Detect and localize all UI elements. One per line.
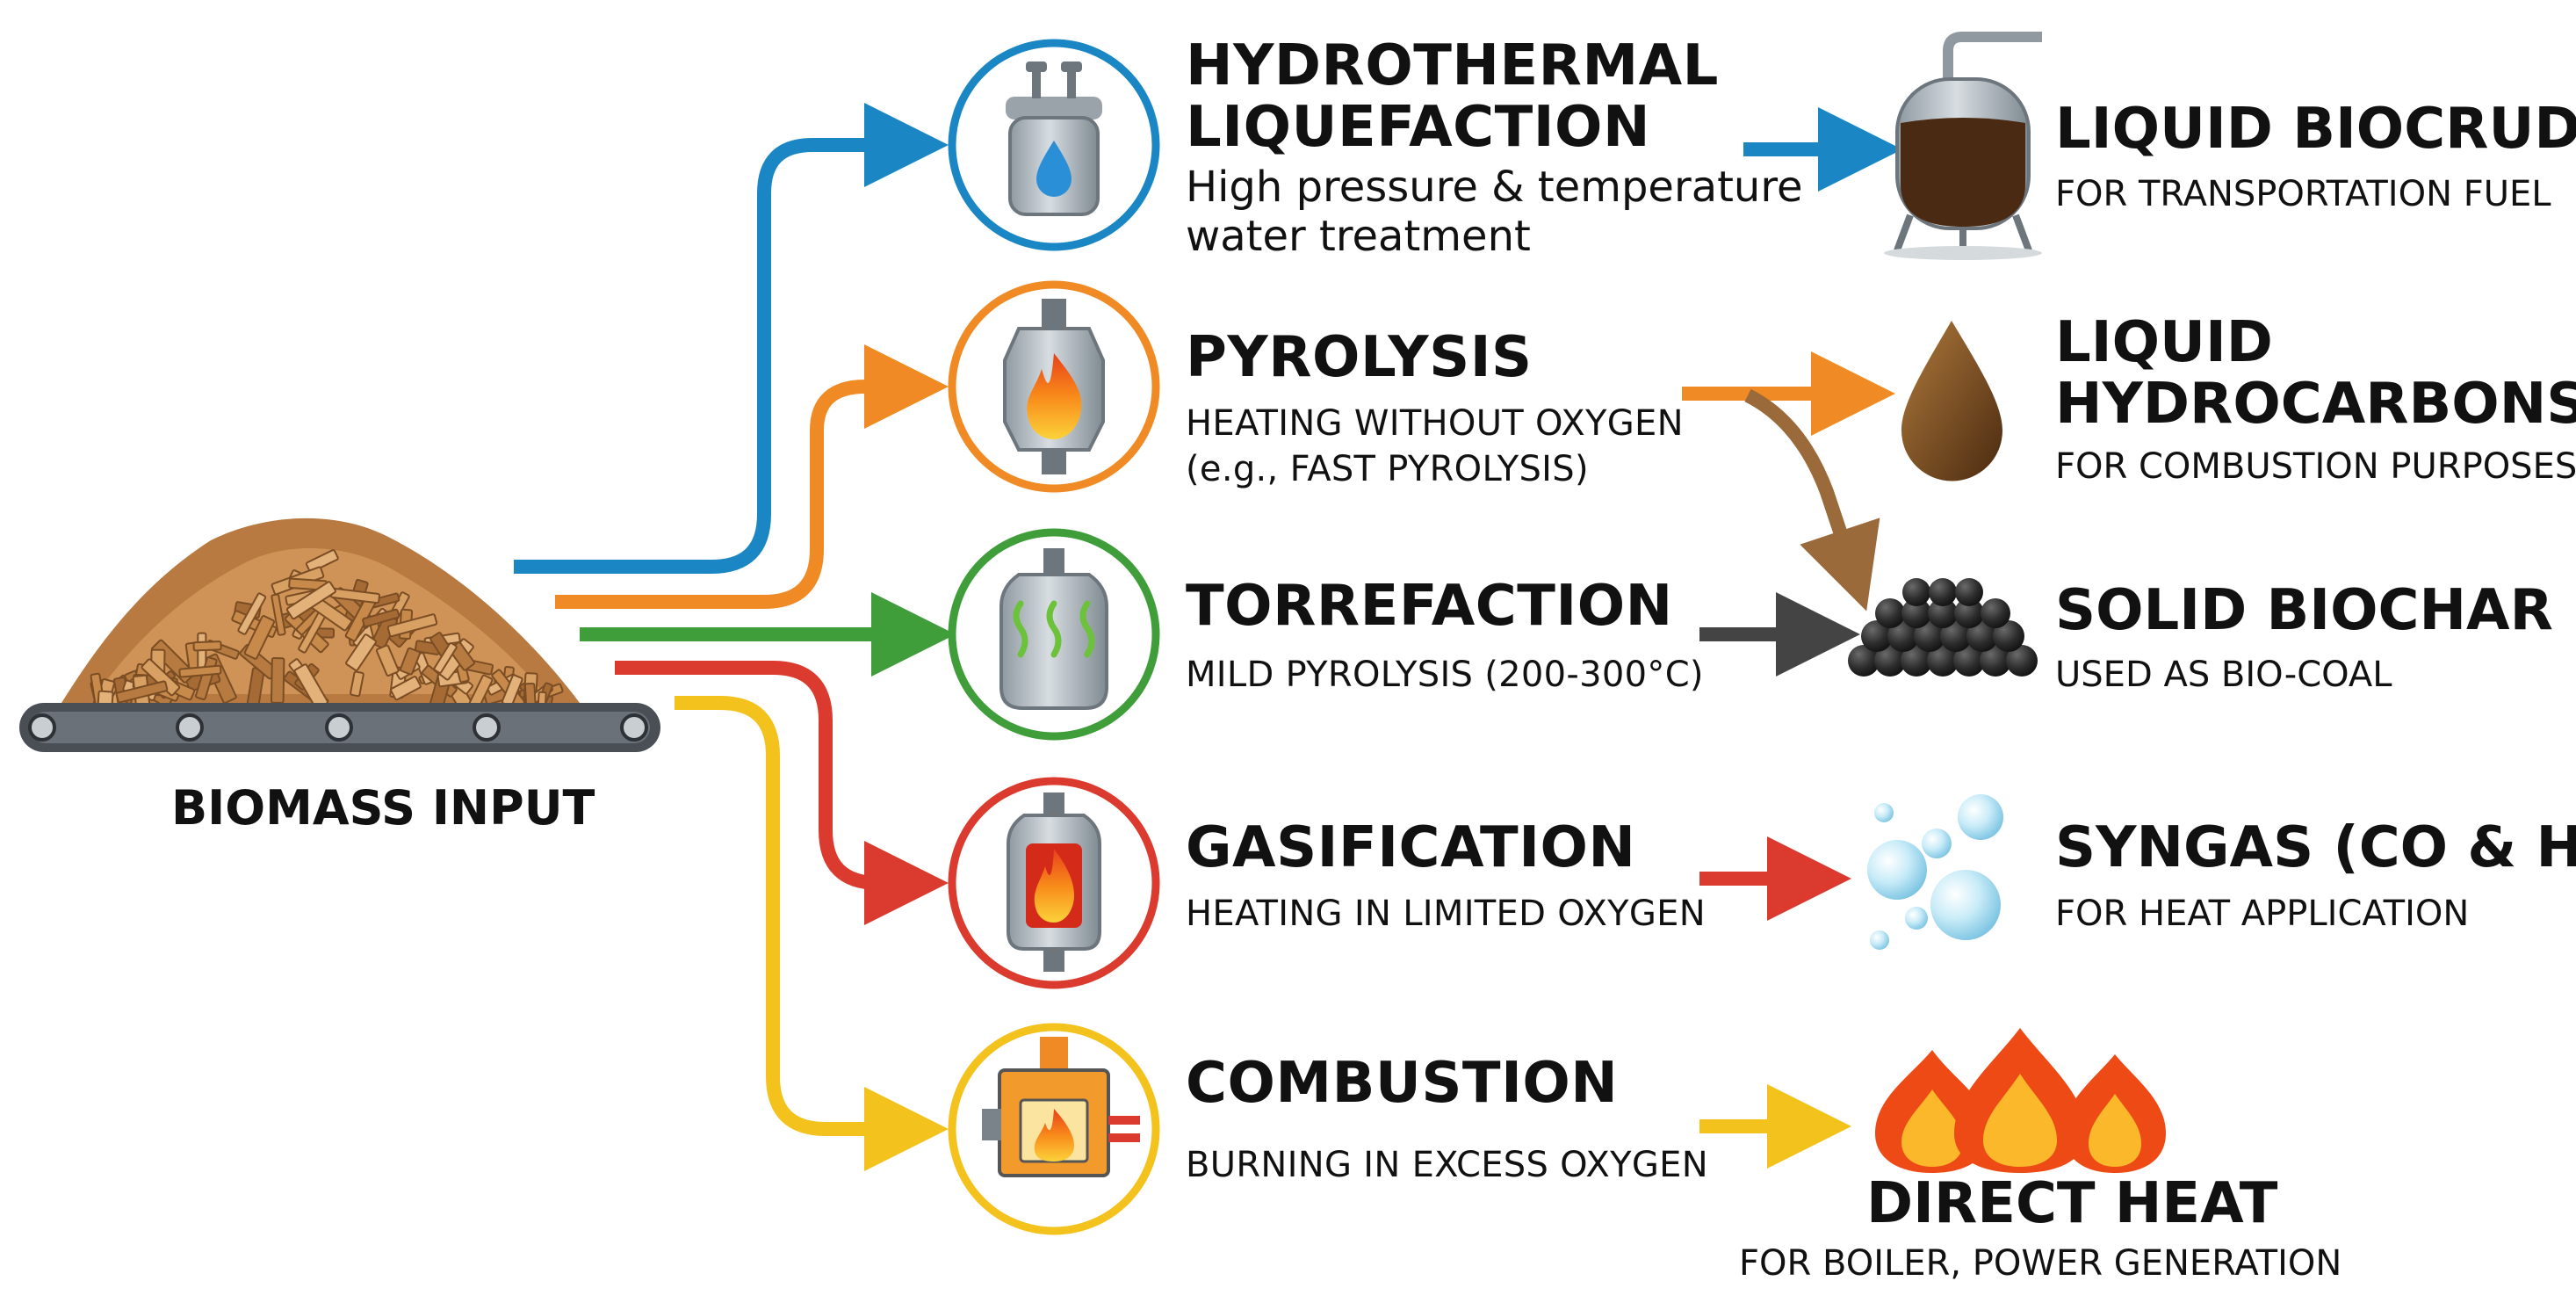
output-arrows [1682,107,1902,1169]
biomass-pile-icon [61,517,580,730]
biochar-pellet [1901,598,1931,628]
combustion-furnace-icon [948,1023,1160,1235]
process-title-hydrothermal: HYDROTHERMAL LIQUEFACTION [1186,33,1719,160]
wood-chip [350,670,364,698]
process-desc-hydrothermal: High pressure & temperature water treatm… [1186,163,1803,261]
wood-chip [433,642,458,674]
output-title-biocrude: LIQUID BIOCRUDE [2055,97,2576,162]
output-desc-syngas: FOR HEAT APPLICATION [2055,894,2470,934]
biochar-pellet [1966,620,1998,652]
biochar-pellet [2006,645,2038,677]
biochar-pellet [1954,598,1984,628]
process-desc-torrefaction: MILD PYROLYSIS (200-300°C) [1186,655,1704,695]
biochar-pellet [1981,598,2010,628]
wood-chip [115,680,169,704]
process-desc-gasification: HEATING IN LIMITED OXYGEN [1186,894,1706,934]
biochar-pellet [1955,578,1983,606]
output-title-direct-heat: DIRECT HEAT [1866,1171,2278,1236]
wood-chip [285,581,336,620]
output-title-biochar: SOLID BIOCHAR [2055,578,2553,643]
wood-chip [237,592,267,635]
process-icons [948,39,1160,1235]
oil-drop-icon [1901,321,2002,481]
wood-chip [270,657,285,704]
wood-chip [192,641,222,652]
biochar-pellet [1875,598,1905,628]
output-title-syngas: SYNGAS (CO & H2) [2055,815,2576,880]
wood-chip [399,647,421,676]
biochar-pile-icon [1848,578,2038,677]
output-desc-direct-heat: FOR BOILER, POWER GENERATION [1739,1243,2342,1284]
biochar-pellet [1993,620,2024,652]
process-title-torrefaction: TORREFACTION [1186,574,1673,639]
biochar-pellet [1980,645,2011,677]
biochar-pellet [1929,578,1957,606]
arrow-pyrolysis-to-biochar [1744,388,1880,612]
wood-chip [141,658,181,697]
flow-arrows [514,103,956,1171]
biochar-pellet [1848,645,1880,677]
gasification-reactor-icon [948,777,1160,989]
wood-chip [271,593,286,636]
wood-chip [345,633,378,671]
process-desc-pyrolysis: HEATING WITHOUT OXYGEN (e.g., FAST PYROL… [1186,403,1684,489]
biochar-pellet [1927,645,1959,677]
direct-heat-flames-icon [1875,1028,2166,1173]
wood-chip [243,615,276,660]
torrefaction-reactor-icon [948,528,1160,741]
output-desc-biocrude: FOR TRANSPORTATION FUEL [2055,174,2551,214]
wood-chip [362,608,400,628]
pyrolysis-reactor-icon [948,280,1160,493]
biomass-input-label: BIOMASS INPUT [171,780,595,836]
arrow-to-pyrolysis [555,344,949,609]
wood-chip [375,644,400,677]
process-desc-combustion: BURNING IN EXCESS OXYGEN [1186,1145,1708,1185]
process-title-combustion: COMBUSTION [1186,1051,1619,1116]
wood-chip [386,613,438,638]
hydrothermal-reactor-icon [948,39,1160,251]
process-title-pyrolysis: PYROLYSIS [1186,325,1533,390]
arrow-to-gasification [615,661,949,925]
arrow-to-combustion [675,696,949,1171]
output-desc-biochar: USED AS BIO-COAL [2055,655,2392,695]
arrow-to-hydrothermal [514,103,949,574]
biochar-pellet [1953,645,1985,677]
biochar-pellet [1928,598,1958,628]
process-title-gasification: GASIFICATION [1186,815,1636,880]
biochar-pellet [1940,620,1972,652]
syngas-bubbles-icon [1867,794,2003,950]
wood-chip [390,676,422,701]
biochar-pellet [1902,578,1930,606]
biochar-pellet [1861,620,1893,652]
wood-chip [305,549,339,574]
conveyor-belt-icon [19,703,660,752]
biochar-pellet [1874,645,1906,677]
output-title-hydrocarbons: LIQUID HYDROCARBONS [2055,310,2576,437]
output-desc-hydrocarbons: FOR COMBUSTION PURPOSES [2055,446,2576,487]
biochar-pellet [1914,620,1945,652]
biochar-pellet [1901,645,1932,677]
biocrude-tank-icon [1884,32,2042,260]
biochar-pellet [1887,620,1919,652]
output-icons [1848,32,2166,1173]
wood-chip [178,664,222,678]
